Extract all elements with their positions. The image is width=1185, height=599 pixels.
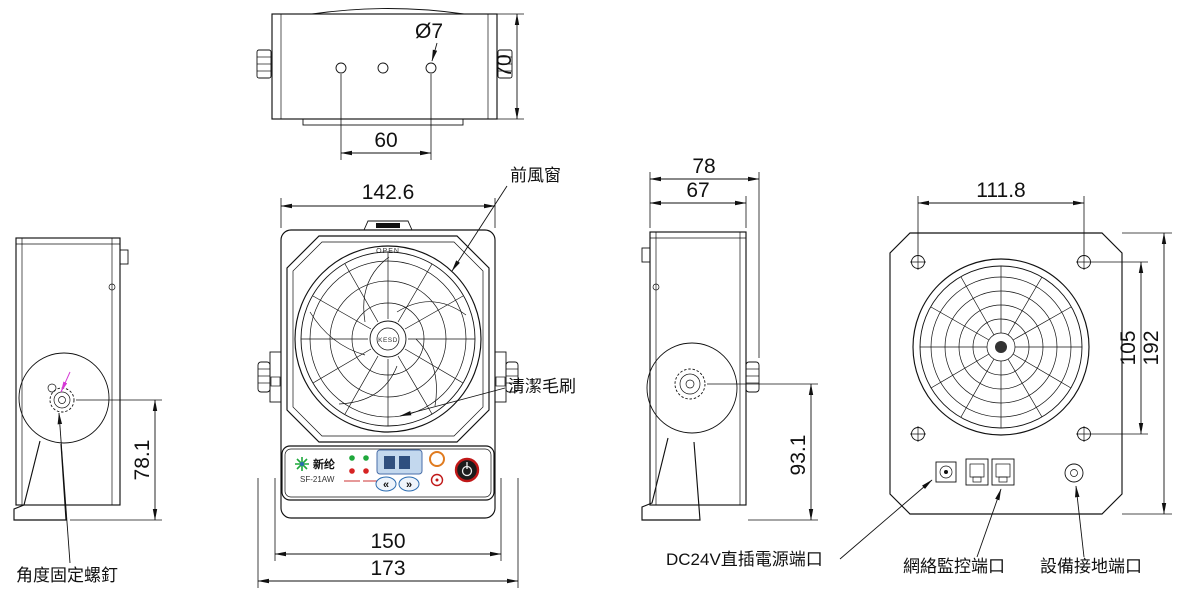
rear-fan-guard (912, 258, 1090, 436)
ground-terminal[interactable] (1064, 463, 1084, 483)
cleaning-brush-callout: 清潔毛刷 (508, 377, 576, 396)
increase-button-icon[interactable]: » (406, 479, 412, 491)
ion-led (363, 455, 369, 461)
angle-fixing-screw (47, 383, 75, 413)
fan-blades (309, 256, 467, 407)
case-screw (652, 283, 660, 291)
hub-logo: KESD (378, 337, 398, 344)
bracket-nut (495, 376, 506, 387)
case-screw (108, 283, 116, 291)
dim-hole-spacing: 60 (374, 129, 397, 152)
mount-hole (425, 62, 437, 74)
dc-port-callout: DC24V直插電源端口 (666, 550, 823, 569)
top-latch (376, 223, 400, 228)
right-side-view: 78 67 93.1 (641, 155, 818, 521)
front-window-leader (451, 185, 508, 272)
stand-foot (13, 440, 67, 521)
brand-logo-icon (295, 457, 309, 471)
rotation-indicator-arrow (60, 371, 71, 393)
rear-body (889, 232, 1123, 515)
bracket-lobe (646, 342, 738, 434)
function-button[interactable] (429, 451, 445, 467)
fan-axle (995, 341, 1007, 353)
increase-button[interactable] (398, 476, 420, 492)
left-bracket (257, 351, 282, 403)
hv-led (349, 455, 355, 461)
ground-port-leader (1075, 485, 1085, 558)
fan-hub (369, 320, 407, 358)
dim-depth: 70 (493, 54, 516, 77)
set-button-dot (435, 478, 439, 482)
cleaning-brush-leader (399, 387, 506, 417)
alarm-led-1 (349, 468, 355, 474)
top-view: Ø7 60 70 (256, 8, 524, 160)
display-digit (399, 456, 410, 469)
front-view: OPEN KESD (257, 166, 576, 588)
power-button[interactable] (454, 457, 480, 483)
dim-body-depth: 67 (686, 179, 709, 202)
right-side-body (649, 231, 747, 506)
decrease-button[interactable] (375, 476, 397, 492)
rear-view: 111.8 105 192 DC24V直插電源端口 網絡監控端口 設備接地端口 (666, 179, 1172, 576)
network-port-callout: 網絡監控端口 (903, 557, 1005, 576)
hinge-tab (641, 247, 651, 263)
display-digit (384, 456, 395, 469)
dc-port-leader (839, 479, 933, 560)
rear-adjust-knob (745, 361, 760, 393)
rear-screws (910, 254, 1092, 442)
top-view-housing-arc (311, 8, 465, 15)
grille-spokes (301, 252, 475, 426)
open-label: OPEN (376, 248, 400, 255)
dim-bracket-width: 150 (370, 530, 405, 553)
network-port-1[interactable] (965, 458, 989, 486)
top-view-bottom-step (302, 118, 464, 126)
right-adjust-knob (505, 361, 519, 393)
left-side-body (15, 237, 121, 506)
hole-diameter-leader (431, 42, 438, 62)
decrease-button-icon[interactable]: « (383, 479, 389, 491)
dim-hole-spacing-v: 105 (1117, 330, 1140, 365)
bracket-lobe (18, 352, 110, 444)
network-port-2[interactable] (991, 458, 1015, 486)
front-window-frame-inner (292, 241, 484, 437)
mount-hole (377, 62, 389, 74)
dim-pivot-height: 93.1 (787, 435, 810, 476)
guard-spokes (920, 266, 1082, 428)
network-port-leader (976, 488, 1002, 558)
model-label: SF-21AW (300, 475, 335, 484)
top-latch-tab (363, 220, 413, 231)
angle-screw-leader (57, 412, 71, 564)
brand-label: 新纶 (313, 457, 335, 471)
pivot-knob (674, 368, 706, 400)
left-side-view: 78.1 角度固定螺釘 (13, 237, 162, 585)
mount-hole (335, 62, 347, 74)
dim-pivot-height: 78.1 (131, 440, 154, 481)
top-view-right-knob (497, 49, 513, 79)
top-view-left-knob (256, 49, 272, 79)
dim-hole-diameter: Ø7 (415, 20, 443, 43)
dim-height: 192 (1140, 330, 1163, 365)
dc-power-port[interactable] (935, 461, 957, 483)
hinge-tab (119, 249, 129, 265)
front-fan-grille: KESD (294, 245, 482, 433)
dim-total-depth: 78 (692, 155, 715, 178)
control-panel: 新纶 SF-21AW « » (281, 445, 495, 501)
left-adjust-knob (257, 361, 271, 393)
ground-port-callout: 設備接地端口 (1040, 557, 1142, 576)
angle-screw-callout: 角度固定螺釘 (16, 566, 118, 585)
dim-body-width: 142.6 (362, 181, 415, 204)
dim-total-width: 173 (370, 557, 405, 580)
right-bracket (494, 351, 519, 403)
bracket-nut (270, 376, 281, 387)
top-view-body (271, 13, 498, 120)
dim-hole-spacing-h: 111.8 (976, 179, 1025, 202)
alarm-led-2 (363, 468, 369, 474)
stand-foot (641, 437, 701, 521)
front-window-callout: 前風窗 (510, 166, 561, 185)
